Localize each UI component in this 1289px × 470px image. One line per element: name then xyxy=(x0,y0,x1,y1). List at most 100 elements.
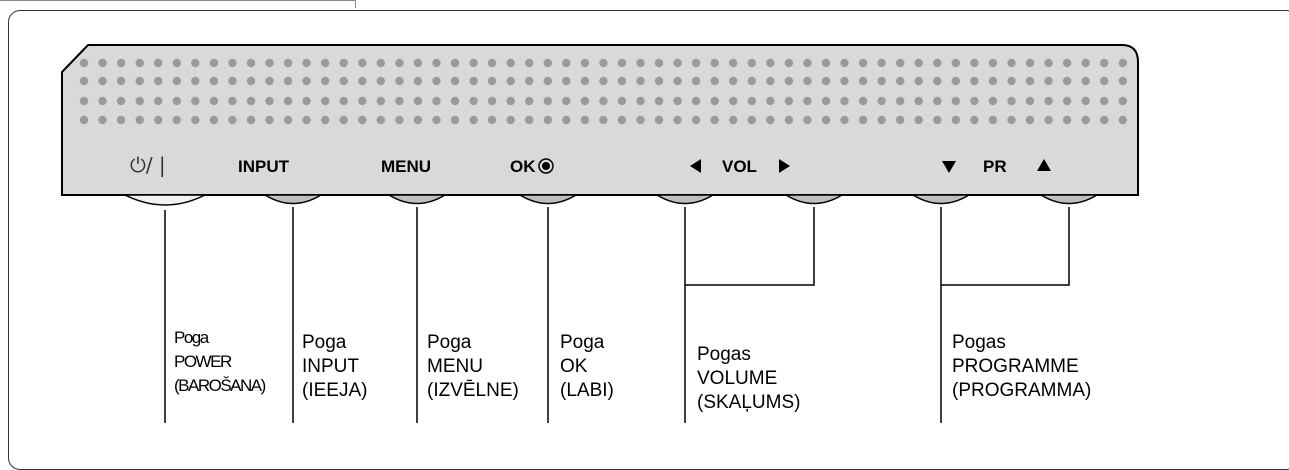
grille-dot xyxy=(1081,96,1090,106)
grille-dot xyxy=(784,58,794,68)
grille-dot xyxy=(858,115,868,125)
input-callout-line1: Poga xyxy=(302,332,347,353)
grille-dot xyxy=(729,76,738,86)
power-button[interactable] xyxy=(124,194,206,206)
grille-dot xyxy=(617,58,627,68)
ok-button[interactable] xyxy=(517,194,579,205)
volume-callout: Pogas VOLUME (SKAĻUMS) xyxy=(697,343,800,415)
grille-dot xyxy=(803,58,812,68)
grille-dot xyxy=(339,76,348,86)
grille-dot xyxy=(729,58,738,68)
grille-dot xyxy=(654,115,664,125)
grille-dot xyxy=(1044,76,1053,86)
grille-dot xyxy=(1100,96,1109,106)
grille-dot xyxy=(970,96,979,106)
grille-dot xyxy=(135,58,144,68)
grille-dot xyxy=(933,96,942,106)
grille-dot xyxy=(432,115,441,125)
menu-button[interactable] xyxy=(386,194,448,205)
pr-down-button[interactable] xyxy=(910,194,972,205)
grille-dot xyxy=(933,58,942,68)
grille-dot xyxy=(228,76,237,86)
grille-dot xyxy=(191,58,200,68)
grille-dot xyxy=(283,76,293,86)
grille-dot xyxy=(617,96,627,106)
grille-dot xyxy=(135,115,144,125)
grille-dot xyxy=(840,58,849,68)
speaker-grille xyxy=(79,58,1128,125)
grille-dot xyxy=(933,115,942,125)
power-symbol-label: ⏻/ | xyxy=(130,153,166,177)
grille-dot xyxy=(172,58,181,68)
grille-dot xyxy=(654,76,664,86)
grille-dot xyxy=(506,96,515,106)
triangle-up-icon xyxy=(1037,159,1051,171)
menu-panel-label: MENU xyxy=(381,157,431,176)
grille-dot xyxy=(821,115,831,125)
ok-callout-line1: Poga xyxy=(560,332,605,353)
volume-callout-line3: (SKAĻUMS) xyxy=(697,392,801,413)
grille-dot xyxy=(710,76,719,86)
grille-dot xyxy=(710,96,719,106)
grille-dot xyxy=(209,58,219,68)
grille-dot xyxy=(1118,115,1128,125)
grille-dot xyxy=(654,96,664,106)
grille-dot xyxy=(228,58,237,68)
vol-up-button[interactable] xyxy=(783,194,845,205)
grille-dot xyxy=(896,58,905,68)
grille-dot xyxy=(302,76,311,86)
pr-up-button[interactable] xyxy=(1038,194,1100,205)
grille-dot xyxy=(246,76,256,86)
input-button[interactable] xyxy=(262,194,324,205)
grille-dot xyxy=(154,96,163,106)
grille-dot xyxy=(636,96,645,106)
volume-callout-line2: VOLUME xyxy=(697,368,778,389)
grille-dot xyxy=(673,115,682,125)
grille-dot xyxy=(821,76,831,86)
grille-dot xyxy=(543,96,552,106)
grille-dot xyxy=(432,96,441,106)
grille-dot xyxy=(1062,76,1072,86)
grille-dot xyxy=(339,96,348,106)
pr-panel-label: PR xyxy=(983,157,1007,176)
grille-dot xyxy=(840,76,849,86)
grille-dot xyxy=(413,96,423,106)
grille-dot xyxy=(172,96,181,106)
grille-dot xyxy=(803,96,812,106)
grille-dot xyxy=(98,58,107,68)
vol-panel-label: VOL xyxy=(722,157,757,176)
grille-dot xyxy=(246,96,256,106)
grille-dot xyxy=(376,58,385,68)
ok-callout-line2: OK xyxy=(560,356,588,377)
grille-dot xyxy=(506,76,515,86)
input-callout: Poga INPUT (IEEJA) xyxy=(302,331,367,403)
grille-dot xyxy=(79,115,89,125)
grille-dot xyxy=(1062,96,1072,106)
grille-dot xyxy=(209,96,219,106)
grille-dot xyxy=(1081,115,1090,125)
grille-dot xyxy=(1118,58,1128,68)
grille-dot xyxy=(321,96,330,106)
grille-dot xyxy=(599,96,608,106)
grille-dot xyxy=(543,58,552,68)
grille-dot xyxy=(710,115,719,125)
grille-dot xyxy=(413,58,423,68)
grille-dot xyxy=(951,115,960,125)
ok-dot-icon xyxy=(538,158,554,174)
grille-dot xyxy=(821,96,831,106)
input-callout-line3: (IEEJA) xyxy=(302,380,368,401)
grille-dot xyxy=(784,76,794,86)
grille-dot xyxy=(1025,96,1035,106)
grille-dot xyxy=(562,96,571,106)
grille-dot xyxy=(450,115,460,125)
grille-dot xyxy=(729,96,738,106)
grille-dot xyxy=(1044,58,1053,68)
grille-dot xyxy=(747,115,756,125)
grille-dot xyxy=(766,115,775,125)
programme-callout-line3: (PROGRAMMA) xyxy=(952,380,1092,401)
programme-callout-line2: PROGRAMME xyxy=(952,356,1079,377)
grille-dot xyxy=(98,115,107,125)
vol-down-button[interactable] xyxy=(654,194,716,205)
grille-dot xyxy=(395,76,404,86)
menu-callout-line2: MENU xyxy=(427,356,483,377)
